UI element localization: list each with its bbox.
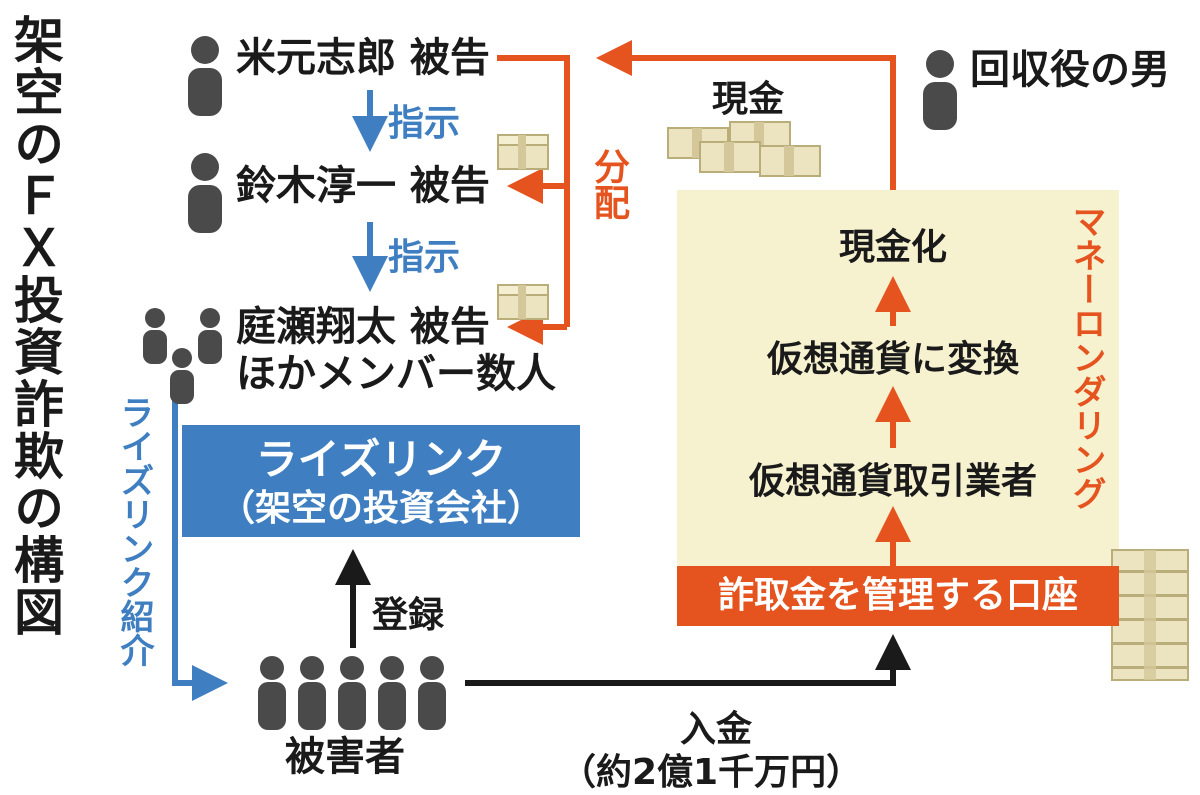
group-icon [143, 308, 222, 404]
cash-return-arrow [596, 40, 896, 190]
other-members: ほかメンバー数人 [236, 351, 556, 397]
diagram-title: 架空のＦＸ投資詐欺の構図 [6, 14, 64, 638]
registration-label: 登録 [372, 595, 445, 636]
defendant-niwase: 庭瀬翔太 被告 [236, 304, 490, 350]
deposit-arrow [465, 634, 911, 686]
raiselink-company-box: ライズリンク （架空の投資会社） [182, 425, 580, 537]
cash-label: 現金 [712, 79, 785, 120]
distribution-label: 分配 [588, 148, 629, 220]
laundering-step-cash-out: 現金化 [838, 227, 947, 268]
money-stack-icon [497, 284, 549, 320]
introduction-arrow [172, 385, 228, 701]
instruction-label-2: 指示 [388, 237, 461, 278]
company-note: （架空の投資会社） [218, 488, 543, 529]
group-icon [258, 656, 446, 730]
laundering-step-crypto-exchange: 仮想通貨取引業者 [748, 461, 1037, 502]
deposit-label: 入金 [680, 709, 753, 750]
money-stack-icon [1111, 549, 1189, 681]
company-name: ライズリンク [255, 435, 507, 484]
person-icon [923, 50, 957, 130]
money-stack-icon [497, 134, 549, 170]
collector-man: 回収役の男 [970, 47, 1170, 93]
defendant-yonemoto: 米元志郎 被告 [236, 35, 490, 81]
person-icon [188, 36, 222, 116]
money-stack-icon [667, 121, 821, 177]
distribution-arrows [497, 55, 570, 345]
defendant-suzuki: 鈴木淳一 被告 [236, 163, 490, 209]
introduction-label: ライズリンク紹介 [114, 395, 154, 667]
person-icon [188, 153, 222, 233]
money-laundering-label: マネーロンダリング [1066, 204, 1106, 510]
fraud-account-box: 詐取金を管理する口座 [677, 566, 1119, 626]
laundering-step-convert-crypto: 仮想通貨に変換 [766, 339, 1019, 380]
victims-label: 被害者 [285, 734, 405, 780]
instruction-label-1: 指示 [388, 103, 461, 144]
deposit-amount: （約2億1千万円） [560, 752, 863, 793]
